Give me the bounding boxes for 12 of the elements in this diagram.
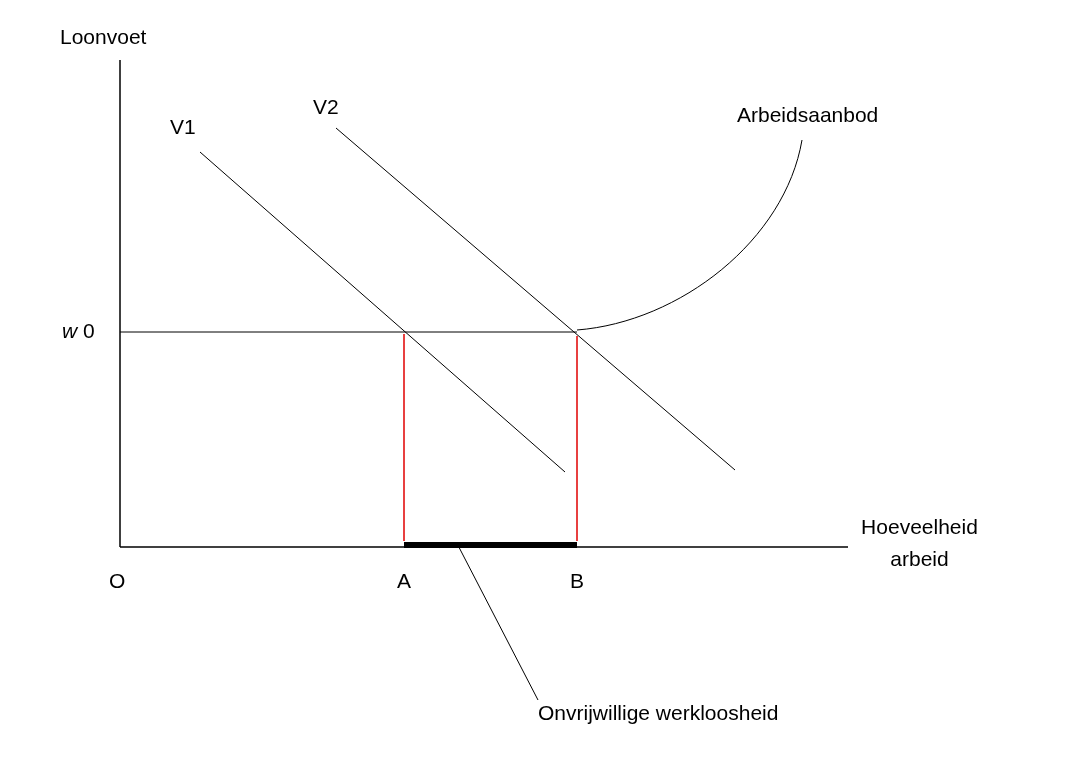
curve-label: V1 <box>170 114 196 140</box>
segment-bar <box>404 542 577 548</box>
axis-point-label: B <box>570 568 584 594</box>
axis-value-label: w 0 <box>62 318 95 344</box>
curve-label: V2 <box>313 94 339 120</box>
axis-point-label: O <box>109 568 126 594</box>
axis-point-label: A <box>397 568 411 594</box>
curve-label: Arbeidsaanbod <box>737 102 879 128</box>
axis-label: Hoeveelheid arbeid <box>860 514 979 572</box>
annotation-text: Onvrijwillige werkloosheid <box>538 700 779 726</box>
leader-line <box>458 547 539 701</box>
axis-label: Loonvoet <box>60 24 147 50</box>
